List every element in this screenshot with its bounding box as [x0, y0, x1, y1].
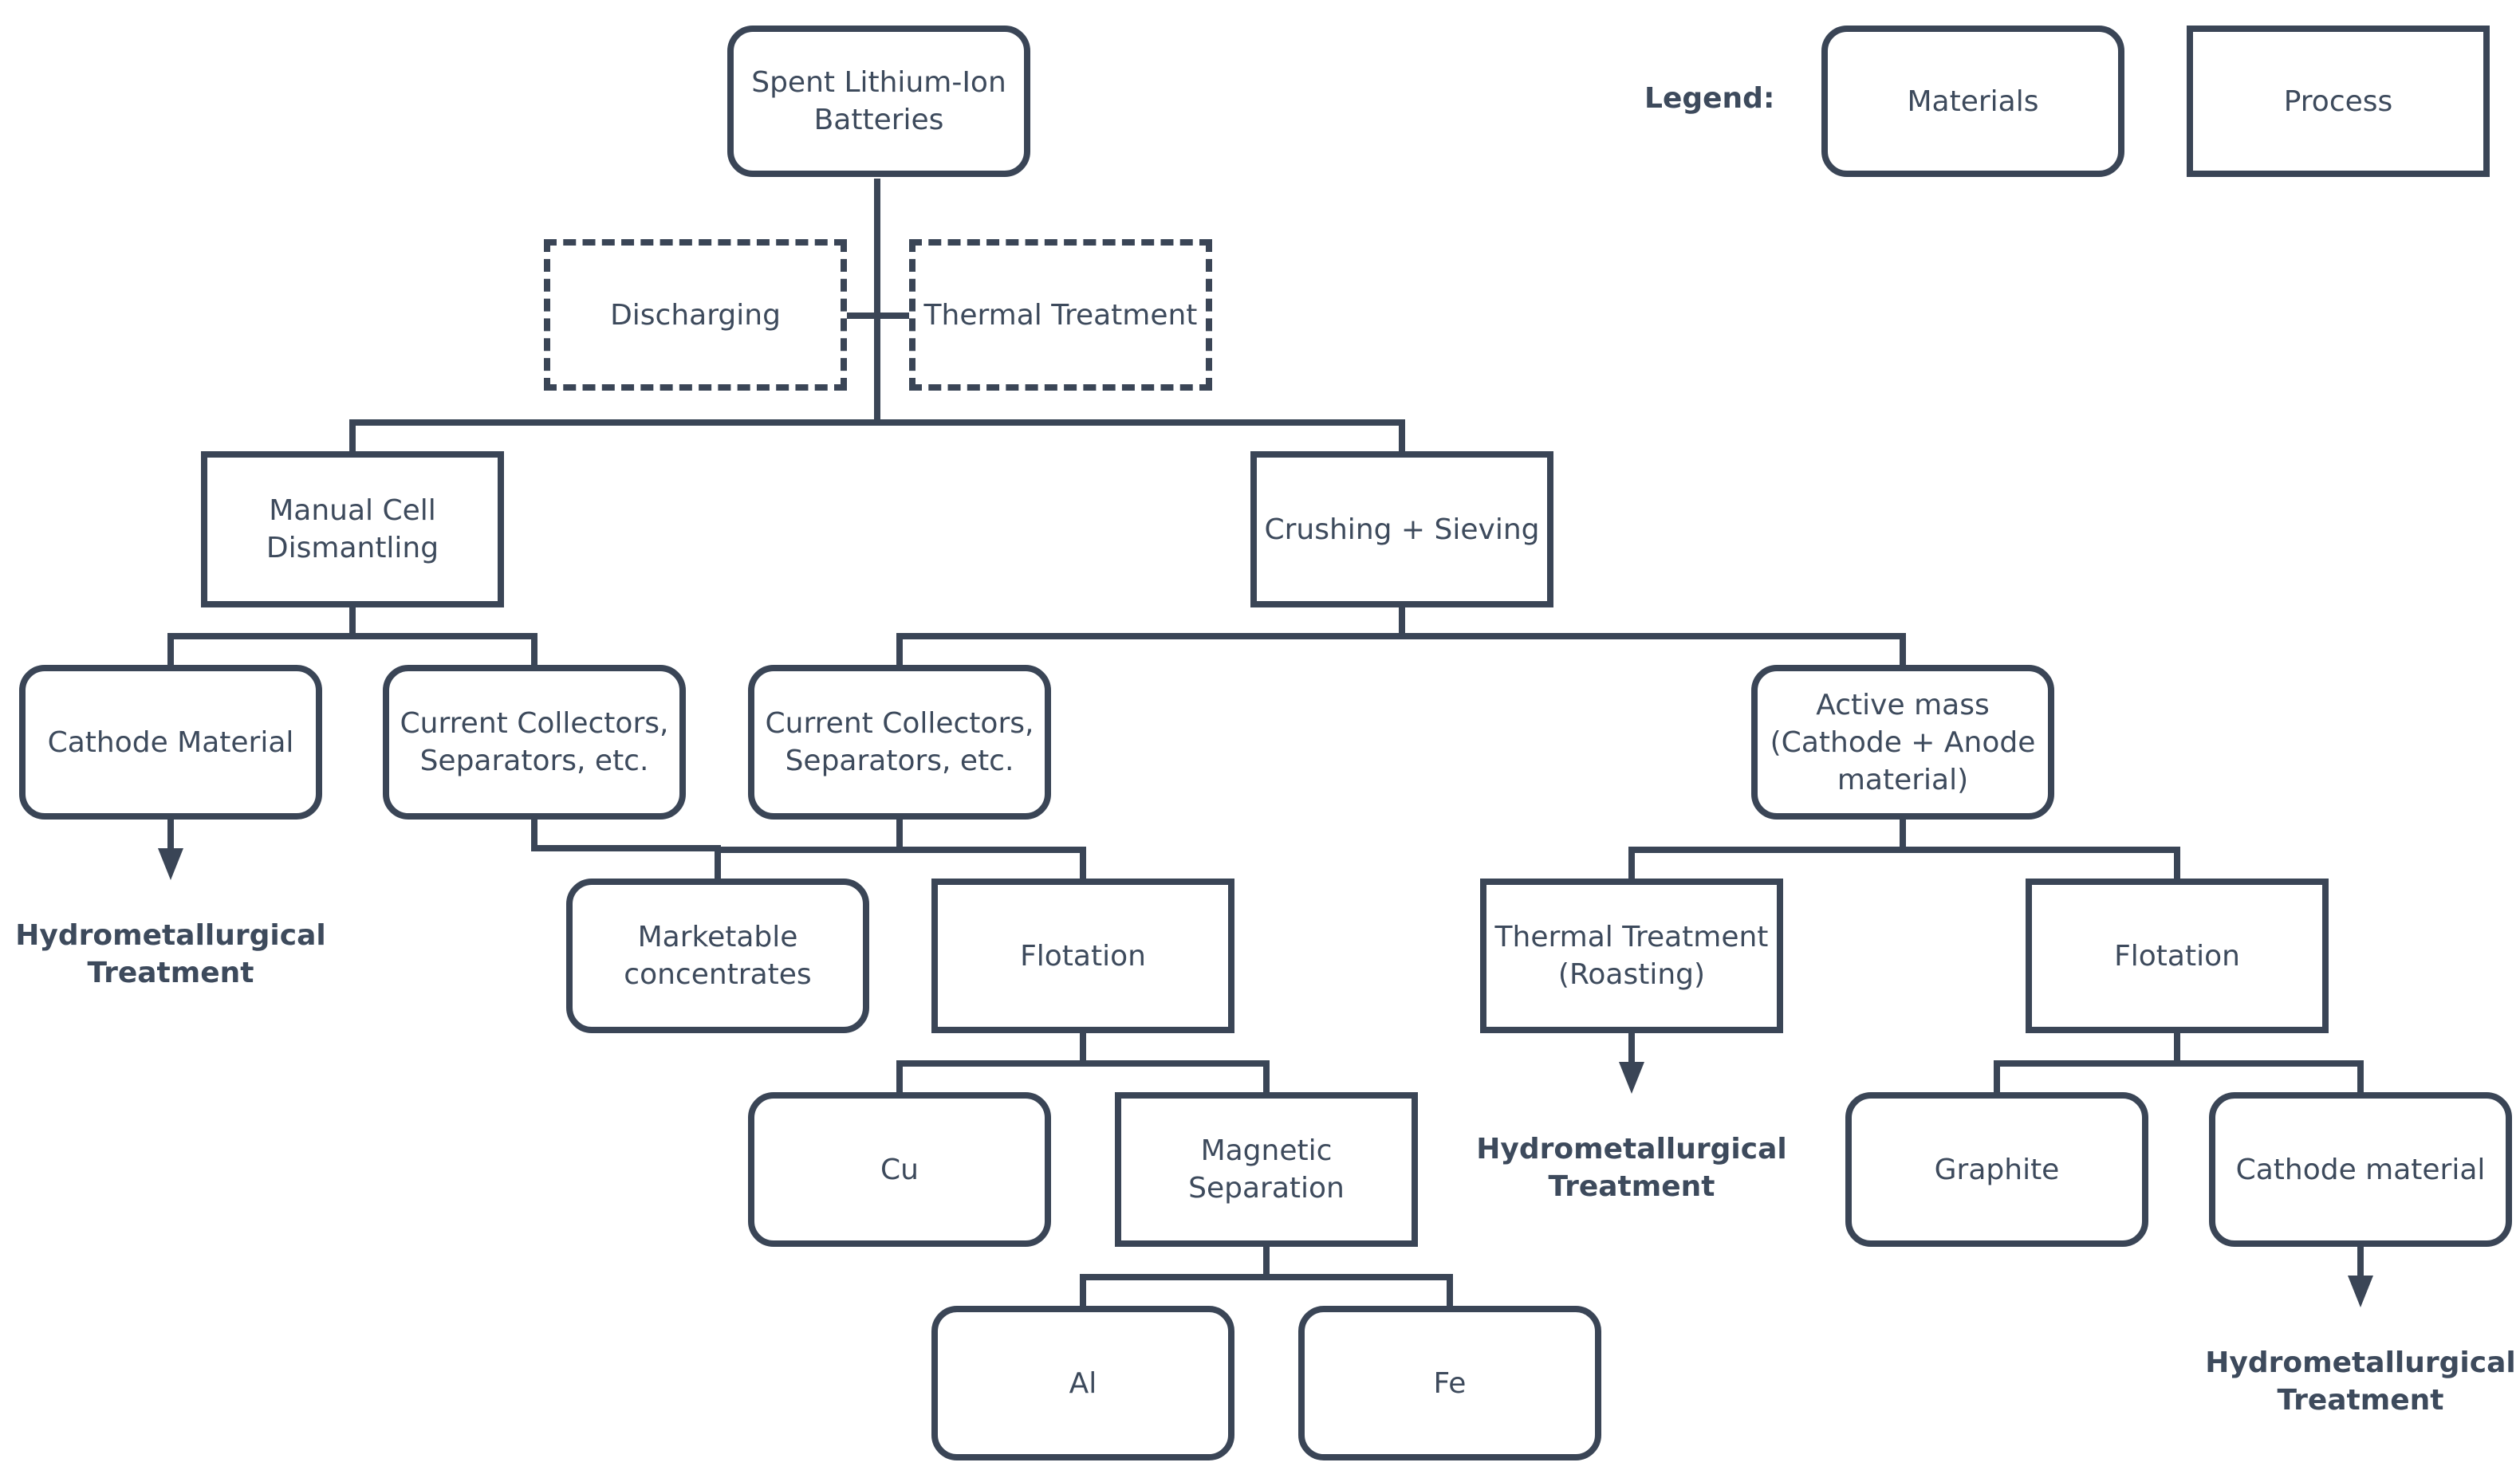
node-flotation-right: Flotation: [2026, 879, 2329, 1033]
node-discharging: Discharging: [544, 239, 847, 391]
node-al: Al: [931, 1306, 1234, 1460]
top-split-line: [349, 419, 1405, 451]
node-current-collectors-left: Current Collectors, Separators, etc.: [383, 665, 686, 820]
node-cathode-material-right: Cathode material: [2209, 1092, 2512, 1247]
node-thermal-treatment-roasting: Thermal Treatment (Roasting): [1480, 879, 1783, 1033]
node-active-mass: Active mass (Cathode + Anode material): [1751, 665, 2054, 820]
node-cu: Cu: [748, 1092, 1051, 1247]
arrow-head-left: [158, 848, 183, 880]
outcome-hydrometallurgical-right: Hydrometallurgical Treatment: [2205, 1346, 2516, 1417]
legend-process: Process: [2187, 26, 2490, 177]
node-graphite: Graphite: [1845, 1092, 2148, 1247]
node-current-collectors-mid: Current Collectors, Separators, etc.: [748, 665, 1051, 820]
node-spent-lithium-ion-batteries: Spent Lithium-Ion Batteries: [727, 26, 1030, 177]
node-magnetic-separation: Magnetic Separation: [1115, 1092, 1418, 1247]
arrow-head-mid: [1619, 1062, 1644, 1094]
node-thermal-treatment: Thermal Treatment: [909, 239, 1212, 391]
node-flotation-mid: Flotation: [931, 879, 1234, 1033]
legend-materials: Materials: [1821, 26, 2124, 177]
node-manual-cell-dismantling: Manual Cell Dismantling: [201, 451, 504, 607]
legend-label: Legend:: [1644, 82, 1775, 115]
node-cathode-material-left: Cathode Material: [19, 665, 322, 820]
arrow-head-right: [2348, 1276, 2373, 1307]
outcome-hydrometallurgical-left: Hydrometallurgical Treatment: [15, 919, 326, 989]
node-marketable-concentrates: Marketable concentrates: [566, 879, 869, 1033]
node-crushing-sieving: Crushing + Sieving: [1250, 451, 1553, 607]
node-fe: Fe: [1298, 1306, 1601, 1460]
outcome-hydrometallurgical-mid: Hydrometallurgical Treatment: [1476, 1133, 1787, 1203]
